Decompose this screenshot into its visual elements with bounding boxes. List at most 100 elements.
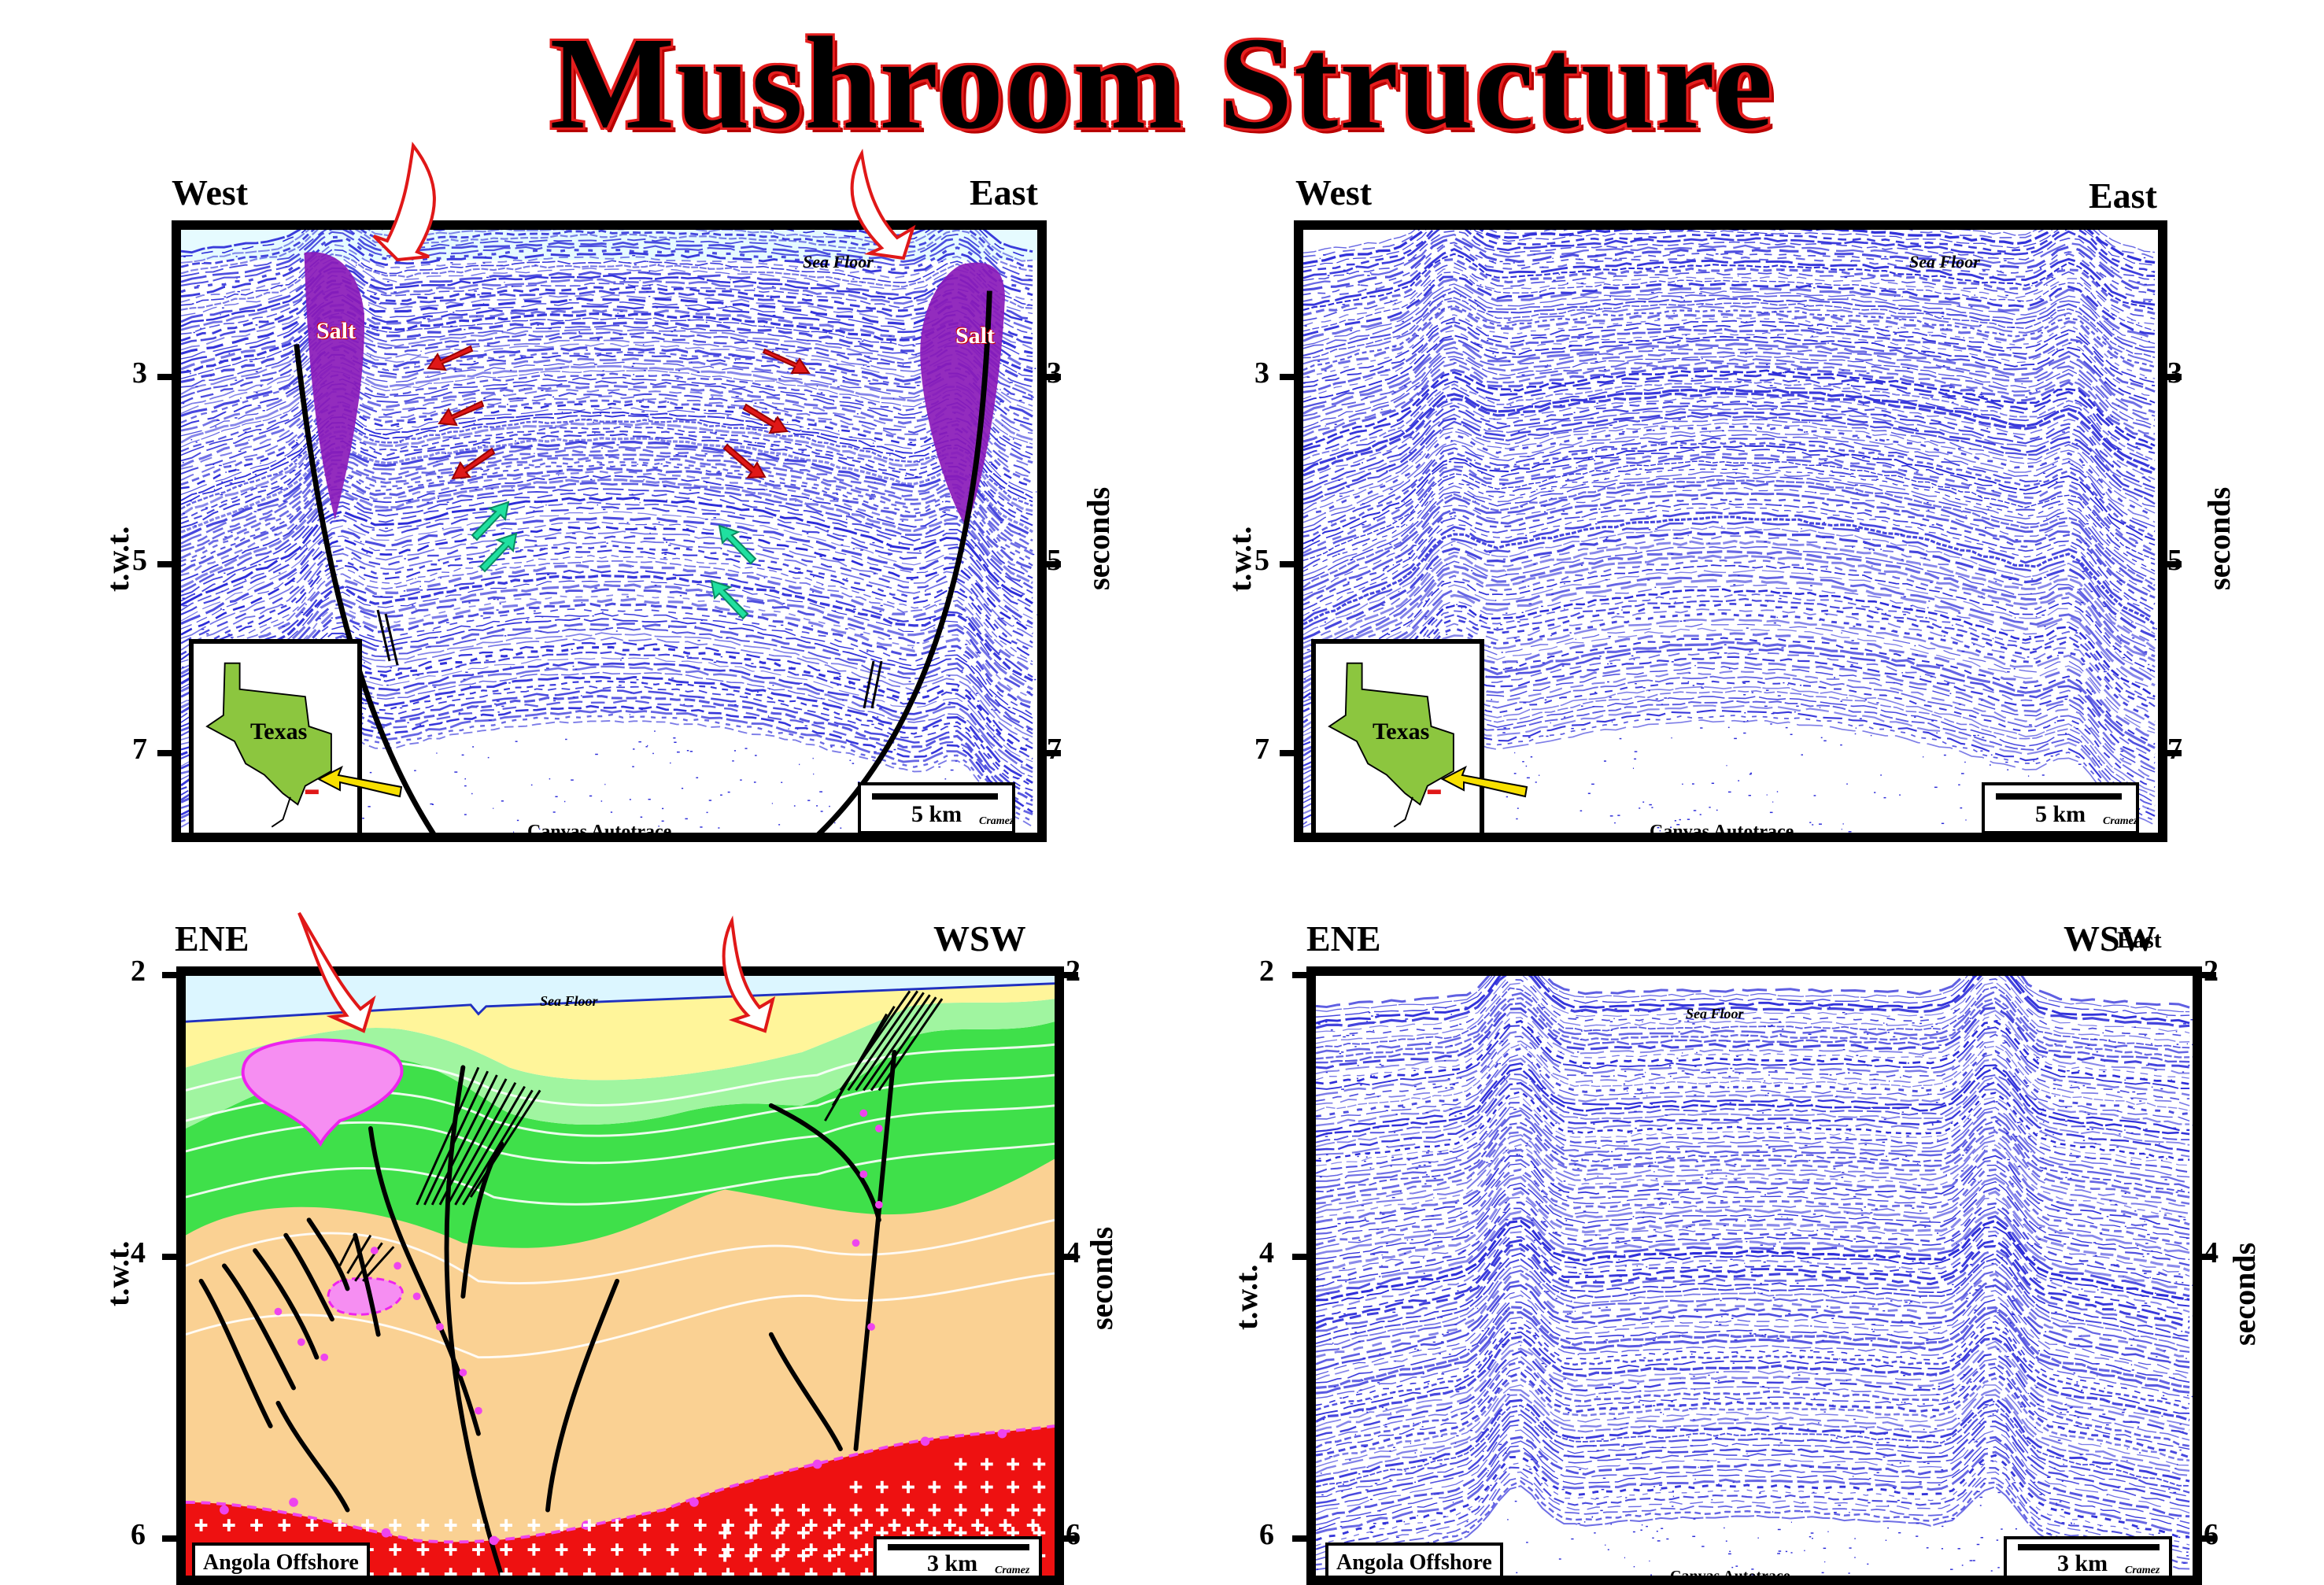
bl-wsw-label: WSW: [933, 918, 1026, 959]
tl-tick-right-3: 3: [1047, 356, 1062, 390]
br-tick-left-4: 4: [1259, 1236, 1274, 1270]
tr-tickmark: [1280, 561, 1295, 567]
tl-tickmark: [1045, 561, 1061, 567]
bl-tick-left-4: 4: [131, 1236, 146, 1270]
tr-west-label: West: [1295, 172, 1372, 213]
tr-tickmark: [1280, 750, 1295, 756]
bl-tickmark: [1062, 1254, 1078, 1260]
tl-sea-floor-label: Sea Floor: [803, 252, 874, 272]
bl-seconds-axis-label: seconds: [1083, 1227, 1120, 1330]
bl-ene-label: ENE: [175, 918, 249, 959]
bl-scale-box: 3 km Cramez: [874, 1536, 1042, 1582]
br-canvas-autotrace: Canvas Autotrace: [1670, 1568, 1790, 1585]
bl-tick-right-4: 4: [1066, 1236, 1081, 1270]
br-sea-floor-label: Sea Floor: [1686, 1006, 1744, 1022]
bl-tickmark: [162, 1254, 178, 1260]
bl-tick-left-2: 2: [131, 954, 146, 988]
br-tick-left-2: 2: [1259, 954, 1274, 988]
tl-salt-label-left: Salt: [316, 318, 356, 345]
bl-tickmark: [1062, 972, 1078, 978]
tr-tick-left-3: 3: [1254, 356, 1269, 390]
br-tick-left-6: 6: [1259, 1517, 1274, 1552]
br-location-label: Angola Offshore: [1325, 1543, 1503, 1583]
tl-tick-left-3: 3: [132, 356, 147, 390]
tl-scale-label: 5 km: [911, 801, 962, 828]
bl-tickmark: [162, 1535, 178, 1542]
tl-tick-left-5: 5: [132, 543, 147, 578]
br-scale-box: 3 km Cramez: [2004, 1536, 2172, 1582]
tr-location-inset: Texas: [1311, 639, 1484, 842]
bl-credit: Cramez: [995, 1565, 1029, 1577]
br-tickmark: [2200, 1254, 2216, 1260]
page-title: Mushroom Structure: [0, 8, 2324, 160]
br-twt-axis-label: t.w.t.: [1228, 1265, 1265, 1330]
tr-tickmark: [2166, 561, 2182, 567]
tl-canvas-autotrace: Canvas Autotrace: [527, 822, 671, 842]
tl-tickmark: [157, 561, 173, 567]
tr-seismic-panel: Texas 5 km Cramez Canvas Autotrace Sea F…: [1294, 220, 2167, 842]
br-tickmark: [2200, 1535, 2216, 1542]
tr-tickmark: [1280, 374, 1295, 380]
br-ene-label: ENE: [1306, 918, 1381, 959]
tr-tick-left-5: 5: [1254, 543, 1269, 578]
tl-tickmark: [1045, 750, 1061, 756]
bl-tick-left-6: 6: [131, 1517, 146, 1552]
br-seismic-image: [1316, 976, 2193, 1576]
tl-seismic-panel: Texas 5 km Cramez Canvas Autotrace Sea F…: [172, 220, 1047, 842]
bl-tick-right-6: 6: [1066, 1517, 1081, 1552]
br-scale-bar: [2018, 1544, 2160, 1550]
tl-west-label: West: [172, 172, 248, 213]
br-scale-label: 3 km: [2057, 1550, 2108, 1577]
tl-location-inset: Texas: [189, 639, 362, 842]
tl-texas-label: Texas: [250, 719, 307, 745]
tl-tickmark: [1045, 374, 1061, 380]
br-credit: Cramez: [2125, 1565, 2160, 1577]
tr-tick-right-3: 3: [2167, 356, 2182, 390]
br-tickmark: [1292, 972, 1308, 978]
br-tickmark: [1292, 1535, 1308, 1542]
tr-tick-right-7: 7: [2167, 732, 2182, 767]
tr-scale-label: 5 km: [2035, 801, 2086, 828]
tr-scale-box: 5 km Cramez: [1982, 782, 2139, 834]
br-east-overlap-label: East: [2117, 927, 2162, 954]
br-seismic-panel: Angola Offshore 3 km Cramez Canvas Autot…: [1306, 966, 2202, 1585]
tl-tick-left-7: 7: [132, 732, 147, 767]
tl-tickmark: [157, 374, 173, 380]
tl-tick-right-5: 5: [1047, 543, 1062, 578]
tr-tickmark: [2166, 750, 2182, 756]
tl-tick-right-7: 7: [1047, 732, 1062, 767]
bl-tickmark: [162, 972, 178, 978]
br-tickmark: [1292, 1254, 1308, 1260]
tr-seconds-axis-label: seconds: [2200, 487, 2237, 590]
bl-interpretation-image: [186, 976, 1055, 1576]
tr-east-label: East: [2089, 175, 2157, 216]
tr-sea-floor-label: Sea Floor: [1909, 252, 1980, 272]
br-tick-right-2: 2: [2204, 954, 2219, 988]
br-tick-right-4: 4: [2204, 1236, 2219, 1270]
tl-tickmark: [157, 750, 173, 756]
tr-tickmark: [2166, 374, 2182, 380]
tr-credit: Cramez: [2103, 815, 2137, 828]
br-tick-right-6: 6: [2204, 1517, 2219, 1552]
tl-seconds-axis-label: seconds: [1080, 487, 1117, 590]
bl-sea-floor-label: Sea Floor: [540, 993, 598, 1010]
bl-tick-right-2: 2: [1066, 954, 1081, 988]
br-seconds-axis-label: seconds: [2226, 1243, 2263, 1346]
bl-tickmark: [1062, 1535, 1078, 1542]
bl-scale-label: 3 km: [927, 1550, 977, 1577]
tr-texas-label: Texas: [1373, 719, 1429, 745]
tr-tick-left-7: 7: [1254, 732, 1269, 767]
tl-twt-axis-label: t.w.t.: [99, 526, 136, 592]
tr-scale-bar: [1996, 793, 2122, 800]
br-tickmark: [2200, 972, 2216, 978]
tr-canvas-autotrace: Canvas Autotrace: [1650, 822, 1794, 842]
tl-scale-box: 5 km Cramez: [858, 782, 1015, 834]
bl-scale-bar: [888, 1544, 1029, 1550]
tl-scale-bar: [872, 793, 998, 800]
bl-location-label: Angola Offshore: [192, 1543, 370, 1583]
tr-tick-right-5: 5: [2167, 543, 2182, 578]
tl-credit: Cramez: [979, 815, 1014, 828]
tr-twt-axis-label: t.w.t.: [1221, 526, 1258, 592]
bl-interpretation-panel: Angola Offshore 3 km Cramez Sea Floor: [176, 966, 1064, 1585]
tl-salt-label-right: Salt: [955, 323, 995, 349]
